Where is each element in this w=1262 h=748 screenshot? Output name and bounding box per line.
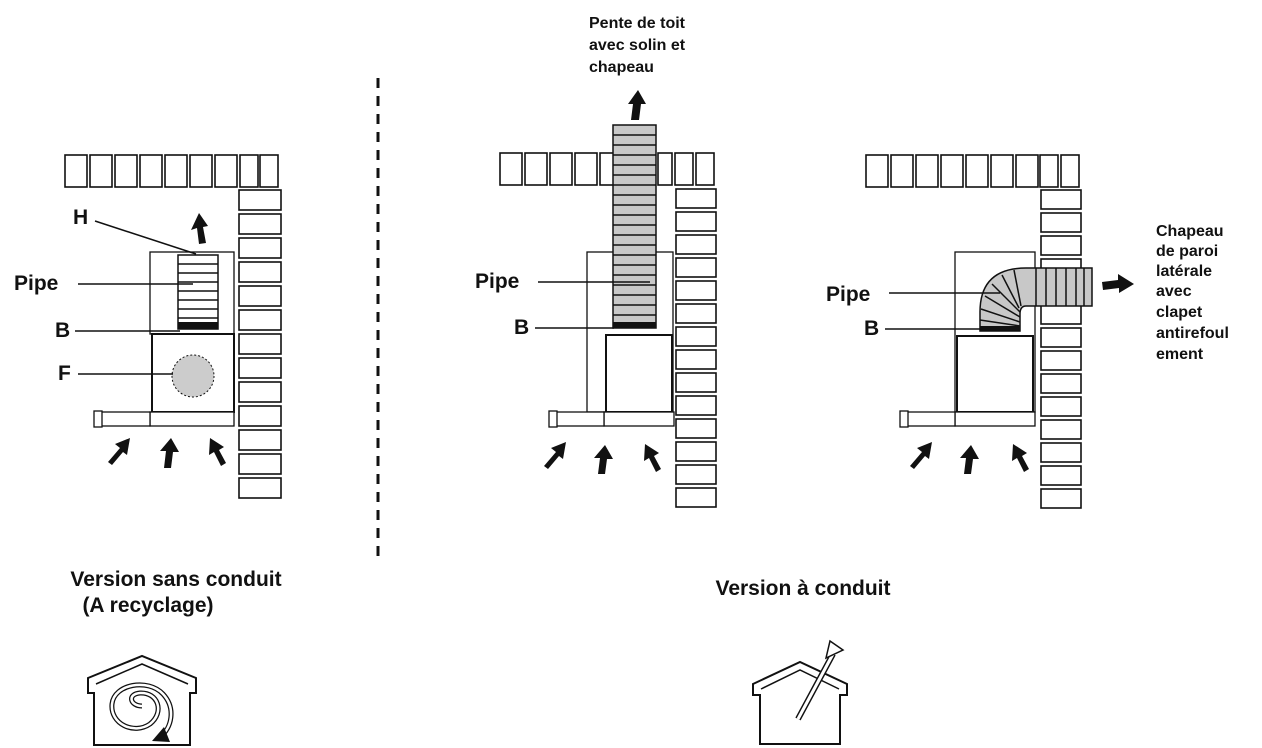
right-panel: Pipe B Chapeau de paroi latérale avec cl… [826,154,1229,509]
roof-note-line3: chapeau [589,59,654,76]
svg-text:Pipe: Pipe [475,270,519,293]
exhaust-arrow-icon [191,213,208,244]
intake-arrow-left-right-icon [910,442,932,469]
ceiling-bricks-right [865,154,1080,188]
roof-note-line1: Pente de toit [589,15,686,32]
side-exhaust-arrow-icon [1102,274,1134,293]
svg-text:antirefoul: antirefoul [1156,325,1229,342]
svg-text:Pipe: Pipe [826,283,870,306]
ceiling-bricks-middle [499,152,715,186]
intake-arrow-center-icon [160,438,179,468]
visor-tip [93,410,103,428]
hood-body-right [956,335,1034,413]
svg-text:B: B [55,319,70,342]
svg-text:H: H [73,206,88,229]
left-panel: H Pipe B F Version sans conduit (A recyc… [14,154,282,746]
svg-text:B: B [514,316,529,339]
svg-text:latérale: latérale [1156,263,1212,280]
label-pipe-right: Pipe [826,283,1000,306]
hood-visor-right [903,411,956,427]
intake-arrow-right-icon [209,438,226,466]
side-cap-note: Chapeau de paroi latérale avec clapet an… [1156,223,1229,363]
filter-circle [171,354,215,398]
hood-visor-middle [551,411,605,427]
svg-text:Pipe: Pipe [14,272,58,295]
hood-body-middle [605,334,673,413]
caption-ductless-line2: (A recyclage) [82,594,213,617]
visor-tip-middle [548,410,558,428]
svg-text:Chapeau: Chapeau [1156,223,1224,240]
intake-arrow-center-right-icon [960,445,979,474]
roof-exhaust-arrow-icon [628,90,646,120]
recirculation-house-icon [87,654,197,746]
ceiling-bricks [64,154,279,188]
roof-duct [612,124,657,329]
ducted-house-icon [752,639,848,745]
label-pipe: Pipe [14,272,193,295]
intake-arrow-left-middle-icon [544,442,566,469]
hood-visor [95,411,151,427]
label-b-middle: B [514,316,614,339]
label-b-right: B [864,317,983,340]
svg-text:de paroi: de paroi [1156,243,1218,260]
caption-ducted: Version à conduit [715,577,890,600]
wall-bricks-right [1040,189,1082,509]
intake-arrow-center-middle-icon [594,445,613,474]
svg-text:B: B [864,317,879,340]
svg-text:ement: ement [1156,346,1204,363]
middle-panel: Pente de toit avec solin et chapeau Pipe… [475,15,717,508]
label-b: B [55,319,180,342]
elbow-duct [979,267,1093,332]
wall-bricks-middle [675,188,717,508]
svg-text:clapet: clapet [1156,304,1203,321]
hood-base-middle [603,411,675,427]
svg-text:F: F [58,362,71,385]
label-f: F [58,362,173,385]
svg-text:avec: avec [1156,283,1192,300]
intake-arrow-right-right-icon [1012,444,1029,472]
wall-bricks [238,189,282,499]
hood-base [149,411,235,427]
short-pipe [177,254,219,330]
roof-note-line2: avec solin et [589,37,686,54]
intake-arrow-left-icon [108,438,130,465]
caption-ductless-line1: Version sans conduit [70,568,281,591]
label-pipe-middle: Pipe [475,270,650,293]
label-h: H [73,206,197,255]
visor-tip-right [899,410,909,428]
hood-base-right [954,411,1036,427]
intake-arrow-right-middle-icon [644,444,661,472]
